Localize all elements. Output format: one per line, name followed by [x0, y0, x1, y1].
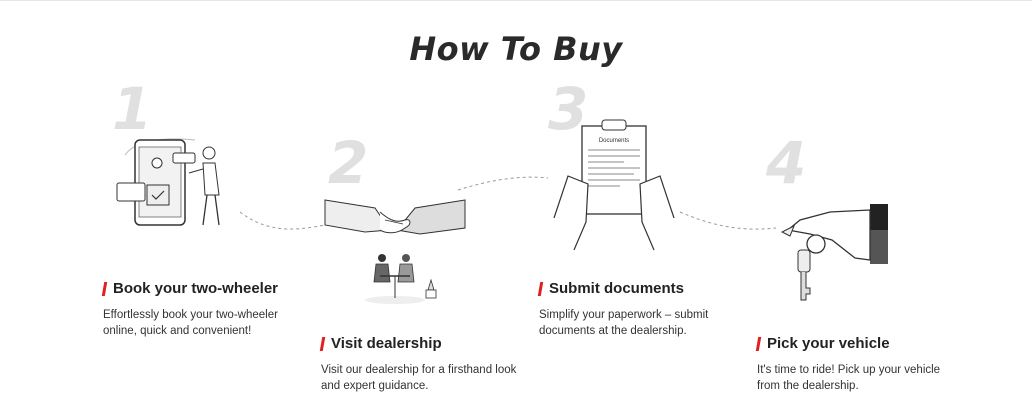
- step-4-title: Pick your vehicle: [755, 335, 957, 352]
- step-3-title-text: Submit documents: [549, 280, 685, 297]
- documents-clipboard-illustration: Documents: [553, 119, 675, 251]
- top-divider: [0, 0, 1032, 1]
- step-1-description: Effortlessly book your two-wheeler onlin…: [103, 309, 278, 337]
- step-card-2: Visit dealership Visit our dealership fo…: [319, 335, 531, 394]
- step-1-title: Book your two-wheeler: [101, 280, 303, 297]
- step-4-accent-bar: [755, 336, 762, 351]
- step-2-number: 2: [328, 129, 369, 197]
- key-handover-illustration: [780, 204, 888, 301]
- step-1-accent-bar: [101, 281, 108, 296]
- step-1-title-text: Book your two-wheeler: [113, 280, 279, 297]
- step-4-title-text: Pick your vehicle: [767, 335, 890, 352]
- clipboard-doc-label: Documents: [599, 138, 629, 144]
- step-3-accent-bar: [537, 281, 544, 296]
- step-1-number: 1: [112, 75, 153, 143]
- step-2-description: Visit our dealership for a firsthand loo…: [321, 364, 517, 392]
- step-2-title-text: Visit dealership: [331, 335, 442, 352]
- step-card-1: Book your two-wheeler Effortlessly book …: [101, 280, 303, 339]
- step-4-description: It's time to ride! Pick up your vehicle …: [757, 364, 941, 392]
- step-3-title: Submit documents: [537, 280, 729, 297]
- handshake-illustration: [324, 199, 466, 304]
- phone-booking-illustration: [116, 138, 220, 226]
- step-card-4: Pick your vehicle It's time to ride! Pic…: [755, 335, 957, 394]
- step-card-3: Submit documents Simplify your paperwork…: [537, 280, 729, 339]
- step-4-number: 4: [766, 129, 807, 197]
- step-2-accent-bar: [319, 336, 326, 351]
- step-2-title: Visit dealership: [319, 335, 531, 352]
- section-heading: How To Buy: [409, 30, 623, 68]
- step-3-description: Simplify your paperwork – submit documen…: [539, 309, 709, 337]
